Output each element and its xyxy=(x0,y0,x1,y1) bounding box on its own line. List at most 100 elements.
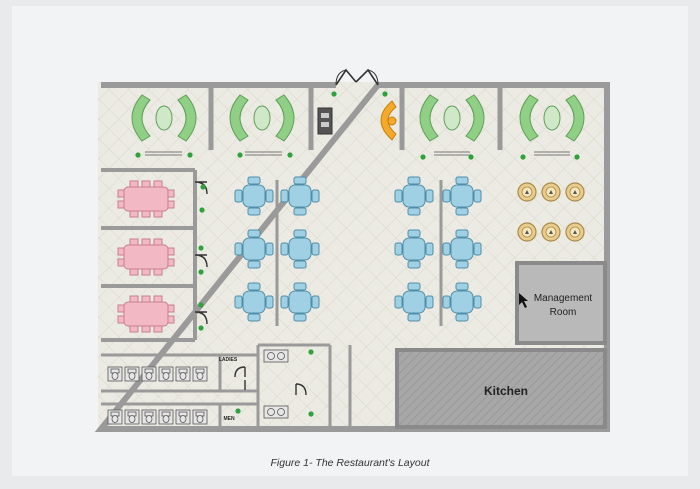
chair-icon xyxy=(265,295,274,309)
ladies-room-label: LADIES xyxy=(219,357,238,363)
chair-icon xyxy=(407,260,421,269)
chair-icon xyxy=(394,242,403,256)
kitchen-label: Kitchen xyxy=(484,384,528,398)
chair-icon xyxy=(247,313,261,322)
chair-icon xyxy=(265,189,274,203)
four-seat-table xyxy=(394,176,434,216)
booth-table xyxy=(543,105,561,131)
plant-icon xyxy=(135,152,141,158)
sink-icon xyxy=(263,349,289,419)
chair-icon xyxy=(234,295,243,309)
plant-icon xyxy=(468,154,474,160)
plant-icon xyxy=(198,269,204,275)
toilet-icon xyxy=(175,366,191,382)
plant-icon xyxy=(520,154,526,160)
chair-icon xyxy=(311,189,320,203)
plant-icon xyxy=(199,207,205,213)
blue-tables-group xyxy=(234,176,482,322)
four-seat-table xyxy=(442,176,482,216)
entrance-door-icon xyxy=(335,68,379,86)
plant-icon xyxy=(237,152,243,158)
door-swing-icon xyxy=(234,366,307,396)
toilet-icon xyxy=(158,366,174,382)
chair-icon xyxy=(442,189,451,203)
four-seat-table xyxy=(234,282,274,322)
figure-caption: Figure 1- The Restaurant's Layout xyxy=(270,457,430,469)
private-dining-table xyxy=(117,295,175,333)
round-table xyxy=(565,222,585,242)
chair-icon xyxy=(407,282,421,291)
chair-icon xyxy=(234,242,243,256)
chair-icon xyxy=(265,242,274,256)
chair-icon xyxy=(407,313,421,322)
chair-icon xyxy=(247,260,261,269)
private-dining-table xyxy=(117,238,175,276)
chair-icon xyxy=(442,295,451,309)
toilet-icon xyxy=(107,409,123,425)
four-seat-table xyxy=(394,282,434,322)
round-table xyxy=(541,182,561,202)
toilet-icon xyxy=(124,366,140,382)
chair-icon xyxy=(425,189,434,203)
plant-icon xyxy=(420,154,426,160)
chair-icon xyxy=(394,295,403,309)
plant-icon xyxy=(331,91,337,97)
chair-icon xyxy=(280,189,289,203)
plant-icon xyxy=(187,152,193,158)
chair-icon xyxy=(473,189,482,203)
four-seat-table xyxy=(280,282,320,322)
plant-icon xyxy=(287,152,293,158)
chair-icon xyxy=(293,282,307,291)
chair-icon xyxy=(473,295,482,309)
chair-icon xyxy=(394,189,403,203)
cursor-arrow-icon xyxy=(519,293,528,308)
chair-icon xyxy=(407,229,421,238)
booth-table xyxy=(443,105,461,131)
booth-set xyxy=(229,94,295,156)
four-seat-table xyxy=(280,229,320,269)
chair-icon xyxy=(455,176,469,185)
chair-icon xyxy=(425,295,434,309)
booth-seat-icon xyxy=(229,94,295,142)
chair-icon xyxy=(293,229,307,238)
chair-icon xyxy=(455,313,469,322)
four-seat-table xyxy=(394,229,434,269)
plant-icon xyxy=(198,245,204,251)
booth-seat-icon xyxy=(419,94,485,142)
toilet-icon xyxy=(107,366,123,382)
chair-icon xyxy=(293,176,307,185)
plant-icon xyxy=(235,408,241,414)
plant-icon xyxy=(382,91,388,97)
booth-set xyxy=(419,94,485,156)
toilet-icon xyxy=(192,366,208,382)
plant-icon xyxy=(200,184,206,190)
host-stand xyxy=(380,100,397,141)
chair-icon xyxy=(293,207,307,216)
management-room-label-line2: Room xyxy=(550,307,577,318)
four-seat-table xyxy=(280,176,320,216)
toilet-icon xyxy=(175,409,191,425)
toilet-icon xyxy=(124,409,140,425)
chair-icon xyxy=(407,176,421,185)
four-seat-table xyxy=(234,229,274,269)
chair-icon xyxy=(455,229,469,238)
chair-icon xyxy=(247,229,261,238)
chair-icon xyxy=(247,176,261,185)
round-table xyxy=(517,222,537,242)
chair-icon xyxy=(442,242,451,256)
booth-set xyxy=(131,94,197,156)
four-seat-table xyxy=(234,176,274,216)
toilet-icon xyxy=(158,409,174,425)
chair-icon xyxy=(455,207,469,216)
booth-seat-icon xyxy=(519,94,585,142)
booth-set xyxy=(519,94,585,156)
plants-group xyxy=(135,91,580,417)
round-table xyxy=(565,182,585,202)
chair-icon xyxy=(473,242,482,256)
plant-icon xyxy=(574,154,580,160)
chair-icon xyxy=(311,295,320,309)
booth-table xyxy=(155,105,173,131)
chair-icon xyxy=(280,295,289,309)
booth-seat-icon xyxy=(131,94,197,142)
